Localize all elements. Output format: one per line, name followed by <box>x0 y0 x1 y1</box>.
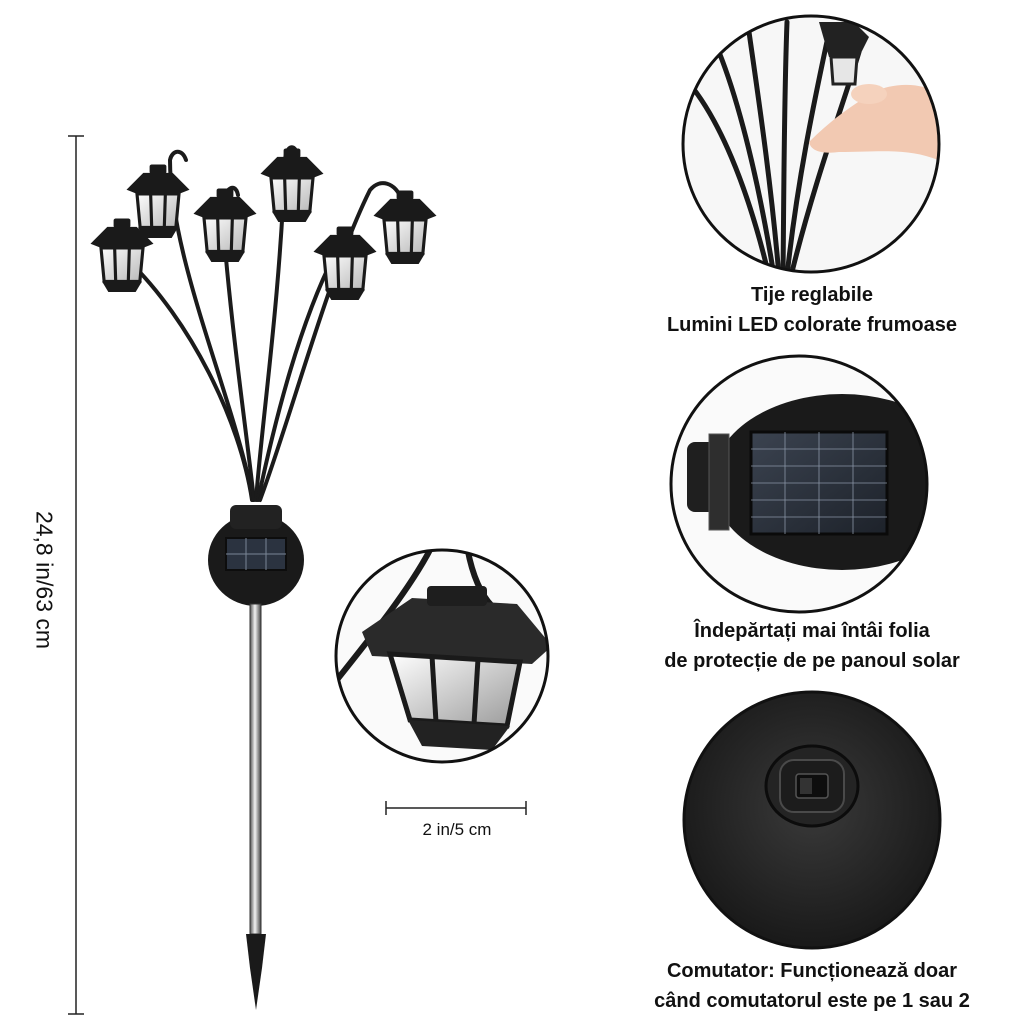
height-dimension-line <box>68 135 84 1015</box>
feature-2-caption: Îndepărtați mai întâi folia de protecție… <box>602 616 1022 676</box>
feature-3-title: Comutator: Funcționează doar <box>666 960 957 982</box>
feature-3-caption: Comutator: Funcționează doar când comuta… <box>602 956 1022 1016</box>
solar-lantern-stake-illustration <box>88 145 439 1010</box>
lantern-closeup-image <box>334 548 550 764</box>
width-dimension-line <box>385 801 527 815</box>
feature-2-title: Îndepărtați mai întâi folia <box>694 620 930 642</box>
feature-1-subtitle: Lumini LED colorate frumoase <box>666 314 958 336</box>
width-dimension-label: 2 in/5 cm <box>422 820 492 839</box>
feature-3-subtitle: când comutatorul este pe 1 sau 2 <box>654 990 970 1012</box>
feature-1-title: Tije reglabile <box>751 284 873 306</box>
power-switch-closeup-image <box>682 690 942 950</box>
solar-panel-closeup-image <box>669 354 929 614</box>
feature-1-caption: Tije reglabile Lumini LED colorate frumo… <box>602 280 1022 340</box>
feature-2-subtitle: de protecție de pe panoul solar <box>664 650 960 672</box>
adjustable-stems-closeup-image <box>681 14 941 274</box>
